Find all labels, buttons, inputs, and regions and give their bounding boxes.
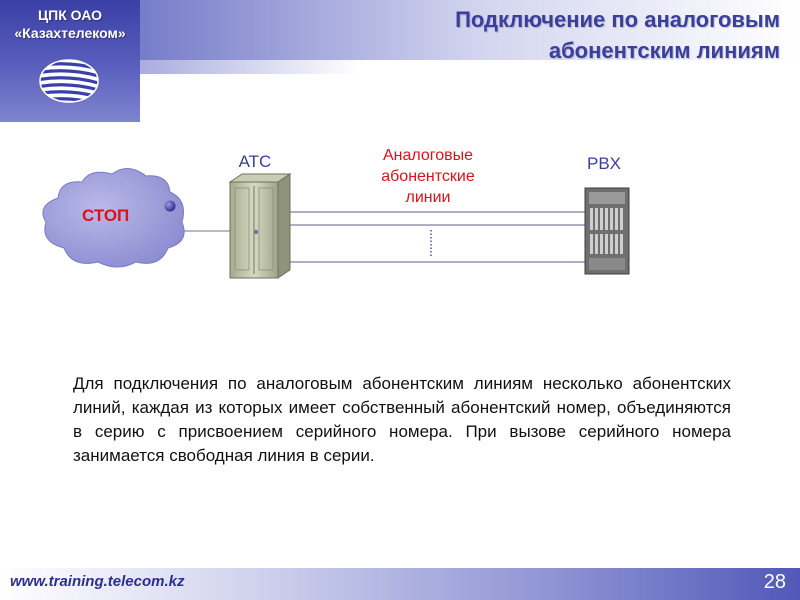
footer-band: [0, 568, 800, 600]
slide-title-line1: Подключение по аналоговым: [455, 7, 780, 32]
org-name-line1: ЦПК ОАО: [37, 7, 103, 23]
kazakhtelecom-logo-icon: [39, 59, 99, 103]
atc-cabinet-icon: [228, 173, 292, 279]
pbx-rack-icon: [584, 187, 630, 275]
header-step-decoration: [140, 60, 360, 74]
cloud-icon: [42, 168, 185, 268]
organization-name: ЦПК ОАО «Казахтелеком»: [0, 6, 140, 42]
lines-label-line1: Аналоговые: [383, 147, 473, 164]
slide-title: Подключение по аналоговым абонентским ли…: [340, 4, 780, 66]
lines-label-line3: линии: [406, 189, 451, 206]
pbx-label: PBX: [587, 154, 621, 173]
lines-label-line2: абонентские: [381, 168, 475, 185]
slide-title-line2: абонентским линиям: [548, 38, 780, 63]
page-number: 28: [763, 571, 786, 593]
cloud-label: СТОП: [82, 206, 129, 225]
atc-label: АТС: [239, 152, 272, 171]
footer-url-link[interactable]: www.training.telecom.kz: [10, 573, 185, 590]
description-text: Для подключения по аналоговым абонентски…: [73, 374, 731, 465]
org-name-line2: «Казахтелеком»: [14, 25, 126, 41]
connection-diagram: СТОП АТС PBX Аналоговые абонентские лини…: [42, 147, 630, 279]
